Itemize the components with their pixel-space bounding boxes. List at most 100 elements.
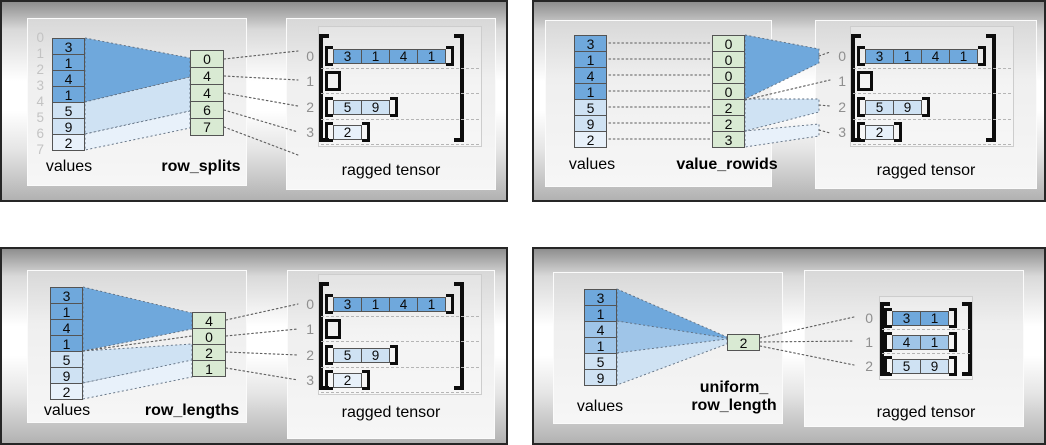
row-separator (321, 93, 479, 94)
tensor-label: ragged tensor (876, 404, 976, 421)
tensor-label: ragged tensor (341, 404, 441, 421)
row-open-bracket (325, 122, 333, 142)
tensor-cell: 1 (949, 48, 978, 64)
row-open-bracket (325, 71, 333, 91)
tensor-row-index: 0 (306, 48, 314, 64)
row-close-bracket (865, 71, 873, 91)
tensor-row-cells: 2 (865, 124, 894, 140)
value-index: 3 (36, 78, 44, 93)
tensor-row: 3 2 (834, 122, 902, 142)
row-close-bracket (362, 122, 370, 142)
tensor-cell: 9 (361, 347, 390, 363)
row-open-bracket (857, 46, 865, 66)
row-open-bracket (884, 356, 892, 376)
value-cell: 3 (50, 287, 83, 304)
encoder-label: row_splits (161, 158, 241, 175)
values-label: values (43, 402, 91, 419)
row-separator (853, 68, 1011, 69)
tensor-cell: 3 (892, 310, 921, 326)
encoder-cell: 1 (192, 360, 226, 377)
row-close-bracket (446, 46, 454, 66)
tensor-frame (318, 26, 482, 147)
value-cell: 5 (574, 99, 607, 116)
encoder-cell: 4 (190, 67, 224, 85)
row-open-bracket (884, 308, 892, 328)
value-cell: 3 (574, 35, 607, 52)
tensor-close-bracket (454, 282, 464, 390)
tensor-row: 1 (302, 71, 341, 91)
value-index: 6 (36, 126, 44, 141)
tensor-cell: 1 (361, 296, 390, 312)
tensor-row-cells: 2 (333, 372, 362, 388)
tensor-label: ragged tensor (341, 162, 441, 179)
row-close-bracket (333, 319, 341, 339)
encoder-label: row_lengths (144, 402, 240, 419)
tensor-row-cells: 2 (333, 124, 362, 140)
value-cell: 9 (52, 118, 85, 135)
tensor-row-index: 1 (306, 321, 314, 337)
tensor-row-index: 1 (838, 73, 846, 89)
row-separator (321, 316, 479, 317)
row-close-bracket (949, 308, 957, 328)
tensor-open-bracket (851, 34, 861, 142)
value-index: 4 (36, 94, 44, 109)
tensor-close-bracket (986, 34, 996, 142)
tensor-cell: 3 (865, 48, 894, 64)
value-cell: 4 (584, 321, 617, 338)
tensor-cell: 5 (333, 99, 362, 115)
tensor-row-index: 2 (306, 99, 314, 115)
values-label: values (45, 158, 93, 175)
tensor-cell: 1 (361, 48, 390, 64)
tensor-row-index: 2 (838, 99, 846, 115)
row-close-bracket (362, 370, 370, 390)
values-label: values (568, 156, 616, 173)
tensor-row-index: 2 (865, 358, 873, 374)
value-cell: 2 (52, 134, 85, 151)
row-open-bracket (884, 332, 892, 352)
row-open-bracket (857, 71, 865, 91)
tensor-close-bracket (962, 302, 972, 376)
value-cell: 5 (584, 353, 617, 370)
row-open-bracket (325, 294, 333, 314)
encoder-cell: 0 (192, 328, 226, 345)
encoder-cell: 0 (712, 51, 745, 68)
tensor-cell: 9 (361, 99, 390, 115)
values-label: values (576, 398, 624, 415)
encoder-cell: 3 (712, 131, 745, 148)
row-open-bracket (325, 97, 333, 117)
value-cell: 5 (50, 351, 83, 368)
tensor-cell: 4 (892, 334, 921, 350)
tensor-cell: 3 (333, 296, 362, 312)
tensor-close-bracket (454, 34, 464, 142)
row-open-bracket (325, 370, 333, 390)
tensor-row: 3 2 (302, 122, 370, 142)
encoder-cell: 4 (192, 312, 226, 329)
encoder-cell: 0 (712, 35, 745, 52)
value-index: 2 (36, 62, 44, 77)
tensor-open-bracket (319, 34, 329, 142)
tensor-row-index: 3 (838, 124, 846, 140)
row-close-bracket (949, 356, 957, 376)
tensor-row: 1 (834, 71, 873, 91)
tensor-cell: 1 (920, 310, 949, 326)
row-separator (321, 367, 479, 368)
tensor-cell: 4 (921, 48, 950, 64)
tensor-row-index: 3 (306, 372, 314, 388)
